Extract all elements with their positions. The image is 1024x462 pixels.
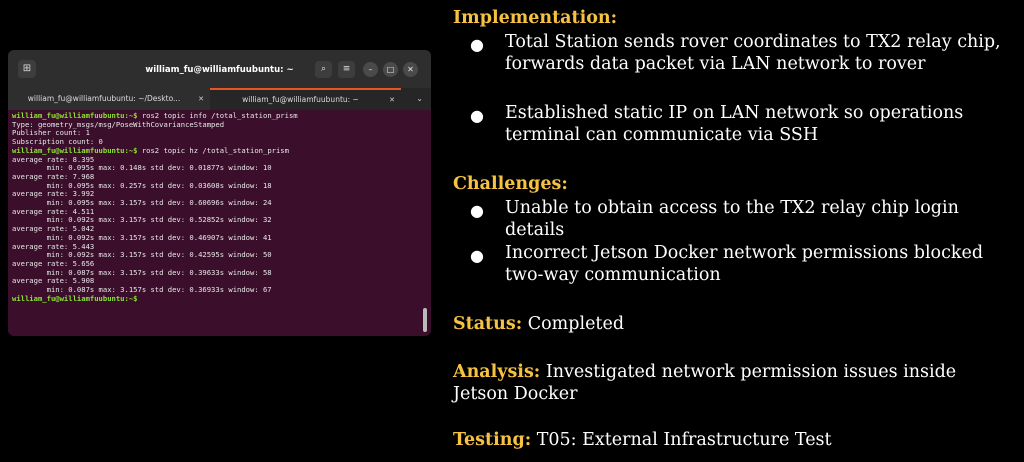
- analysis-line: Analysis: Investigated network permissio…: [453, 362, 1013, 405]
- implementation-bullet-2: Established static IP on LAN network so …: [505, 103, 964, 145]
- status-line: Status: Completed: [453, 314, 1013, 336]
- terminal-text: average rate: 7.968: [12, 171, 95, 181]
- title-bar: ⊞ william_fu@williamfuubuntu: ~ ⌕ ≡ – □ …: [8, 50, 431, 88]
- terminal-line: Subscription count: 0: [12, 137, 419, 147]
- terminal-text: average rate: 5.656: [12, 258, 95, 268]
- terminal-text: Type: geometry_msgs/msg/PoseWithCovarian…: [12, 119, 225, 129]
- analysis-value: Investigated network permission issues i…: [453, 362, 957, 404]
- status-label: Status:: [453, 314, 523, 334]
- tab-close-icon[interactable]: ✕: [389, 96, 395, 104]
- tab-label: william_fu@williamfuubuntu: ~: [242, 95, 359, 104]
- terminal-line: min: 0.095s max: 0.148s std dev: 0.01877…: [12, 163, 419, 173]
- tab-close-icon[interactable]: ✕: [198, 95, 204, 103]
- terminal-text: ros2 topic hz /total_station_prism: [137, 145, 289, 155]
- terminal-text: min: 0.095s max: 0.148s std dev: 0.01877…: [12, 163, 272, 173]
- terminal-text: average rate: 8.395: [12, 154, 95, 164]
- terminal-text: min: 0.087s max: 3.157s std dev: 0.36933…: [12, 285, 272, 295]
- terminal-line: average rate: 3.992: [12, 189, 419, 199]
- terminal-line: william_fu@williamfuubuntu:~$ ros2 topic…: [12, 145, 419, 156]
- testing-label: Testing:: [453, 430, 532, 450]
- bullet-icon: ●: [470, 201, 484, 220]
- terminal-line: min: 0.095s max: 3.157s std dev: 0.60696…: [12, 198, 419, 208]
- terminal-text: average rate: 5.908: [12, 276, 95, 286]
- analysis-label: Analysis:: [453, 362, 541, 382]
- bullet-icon: ●: [470, 35, 484, 54]
- terminal-line: william_fu@williamfuubuntu:~$ ros2 topic…: [12, 112, 419, 121]
- scrollbar[interactable]: [423, 308, 427, 332]
- maximize-icon[interactable]: □: [383, 62, 398, 77]
- terminal-line: min: 0.087s max: 3.157s std dev: 0.36933…: [12, 285, 419, 295]
- terminal-text: average rate: 3.992: [12, 189, 95, 199]
- terminal-text: min: 0.092s max: 3.157s std dev: 0.52852…: [12, 215, 272, 225]
- terminal-text: min: 0.092s max: 3.157s std dev: 0.42595…: [12, 250, 272, 260]
- terminal-text: min: 0.092s max: 3.157s std dev: 0.46907…: [12, 232, 272, 242]
- terminal-line: average rate: 5.908: [12, 277, 419, 286]
- terminal-line: min: 0.095s max: 0.257s std dev: 0.03608…: [12, 180, 419, 191]
- hamburger-menu-icon[interactable]: ≡: [338, 61, 355, 78]
- challenges-heading: Challenges:: [453, 174, 568, 194]
- testing-line: Testing: T05: External Infrastructure Te…: [453, 430, 1013, 452]
- minimize-icon[interactable]: –: [363, 62, 378, 77]
- terminal-line: average rate: 5.443: [12, 241, 419, 252]
- terminal-line: average rate: 5.042: [12, 224, 419, 234]
- terminal-line: min: 0.087s max: 3.157s std dev: 0.39633…: [12, 267, 419, 278]
- close-icon[interactable]: ✕: [403, 62, 418, 77]
- terminal-text: min: 0.095s max: 3.157s std dev: 0.60696…: [12, 198, 272, 208]
- new-tab-icon[interactable]: ⊞: [18, 60, 36, 78]
- terminal-window: ⊞ william_fu@williamfuubuntu: ~ ⌕ ≡ – □ …: [8, 50, 431, 336]
- terminal-output[interactable]: william_fu@williamfuubuntu:~$ ros2 topic…: [12, 112, 419, 332]
- terminal-line: average rate: 7.968: [12, 171, 419, 182]
- terminal-text: min: 0.095s max: 0.257s std dev: 0.03608…: [12, 180, 272, 190]
- tab-home[interactable]: william_fu@williamfuubuntu: ~ ✕: [210, 88, 401, 110]
- terminal-text: min: 0.087s max: 3.157s std dev: 0.39633…: [12, 267, 272, 277]
- chevron-down-icon[interactable]: ⌄: [416, 94, 423, 103]
- terminal-line: average rate: 5.656: [12, 258, 419, 269]
- bullet-icon: ●: [470, 246, 484, 265]
- tab-bar: william_fu@williamfuubuntu: ~/Deskto... …: [8, 88, 431, 110]
- challenges-bullet-1: Unable to obtain access to the TX2 relay…: [505, 198, 959, 240]
- bullet-icon: ●: [470, 106, 484, 125]
- terminal-line: min: 0.092s max: 3.157s std dev: 0.46907…: [12, 232, 419, 243]
- terminal-line: average rate: 8.395: [12, 154, 419, 165]
- testing-value: T05: External Infrastructure Test: [531, 430, 832, 450]
- terminal-text: ros2 topic info /total_station_prism: [137, 112, 298, 120]
- implementation-heading: Implementation:: [453, 8, 618, 28]
- terminal-line: average rate: 4.511: [12, 206, 419, 217]
- shell-prompt: william_fu@williamfuubuntu:~$: [12, 145, 138, 155]
- terminal-text: average rate: 5.042: [12, 224, 95, 234]
- implementation-bullet-1: Total Station sends rover coordinates to…: [505, 32, 1001, 74]
- challenges-bullet-2: Incorrect Jetson Docker network permissi…: [505, 243, 984, 285]
- search-icon[interactable]: ⌕: [315, 61, 332, 78]
- tab-label: william_fu@williamfuubuntu: ~/Deskto...: [27, 94, 181, 103]
- shell-prompt: william_fu@williamfuubuntu:~$: [12, 112, 138, 120]
- terminal-line: min: 0.092s max: 3.157s std dev: 0.42595…: [12, 250, 419, 260]
- terminal-text: Publisher count: 1: [12, 128, 90, 138]
- terminal-line: Publisher count: 1: [12, 129, 419, 138]
- window-title: william_fu@williamfuubuntu: ~: [145, 65, 294, 75]
- terminal-text: Subscription count: 0: [12, 137, 103, 147]
- shell-prompt: william_fu@williamfuubuntu:~$: [12, 293, 138, 303]
- terminal-text: average rate: 4.511: [12, 206, 95, 216]
- terminal-line: Type: geometry_msgs/msg/PoseWithCovarian…: [12, 119, 419, 130]
- terminal-text: average rate: 5.443: [12, 241, 95, 251]
- terminal-line: min: 0.092s max: 3.157s std dev: 0.52852…: [12, 216, 419, 225]
- terminal-line: william_fu@williamfuubuntu:~$: [12, 293, 419, 304]
- status-value: Completed: [522, 314, 625, 334]
- tab-desktop[interactable]: william_fu@williamfuubuntu: ~/Deskto... …: [8, 88, 210, 110]
